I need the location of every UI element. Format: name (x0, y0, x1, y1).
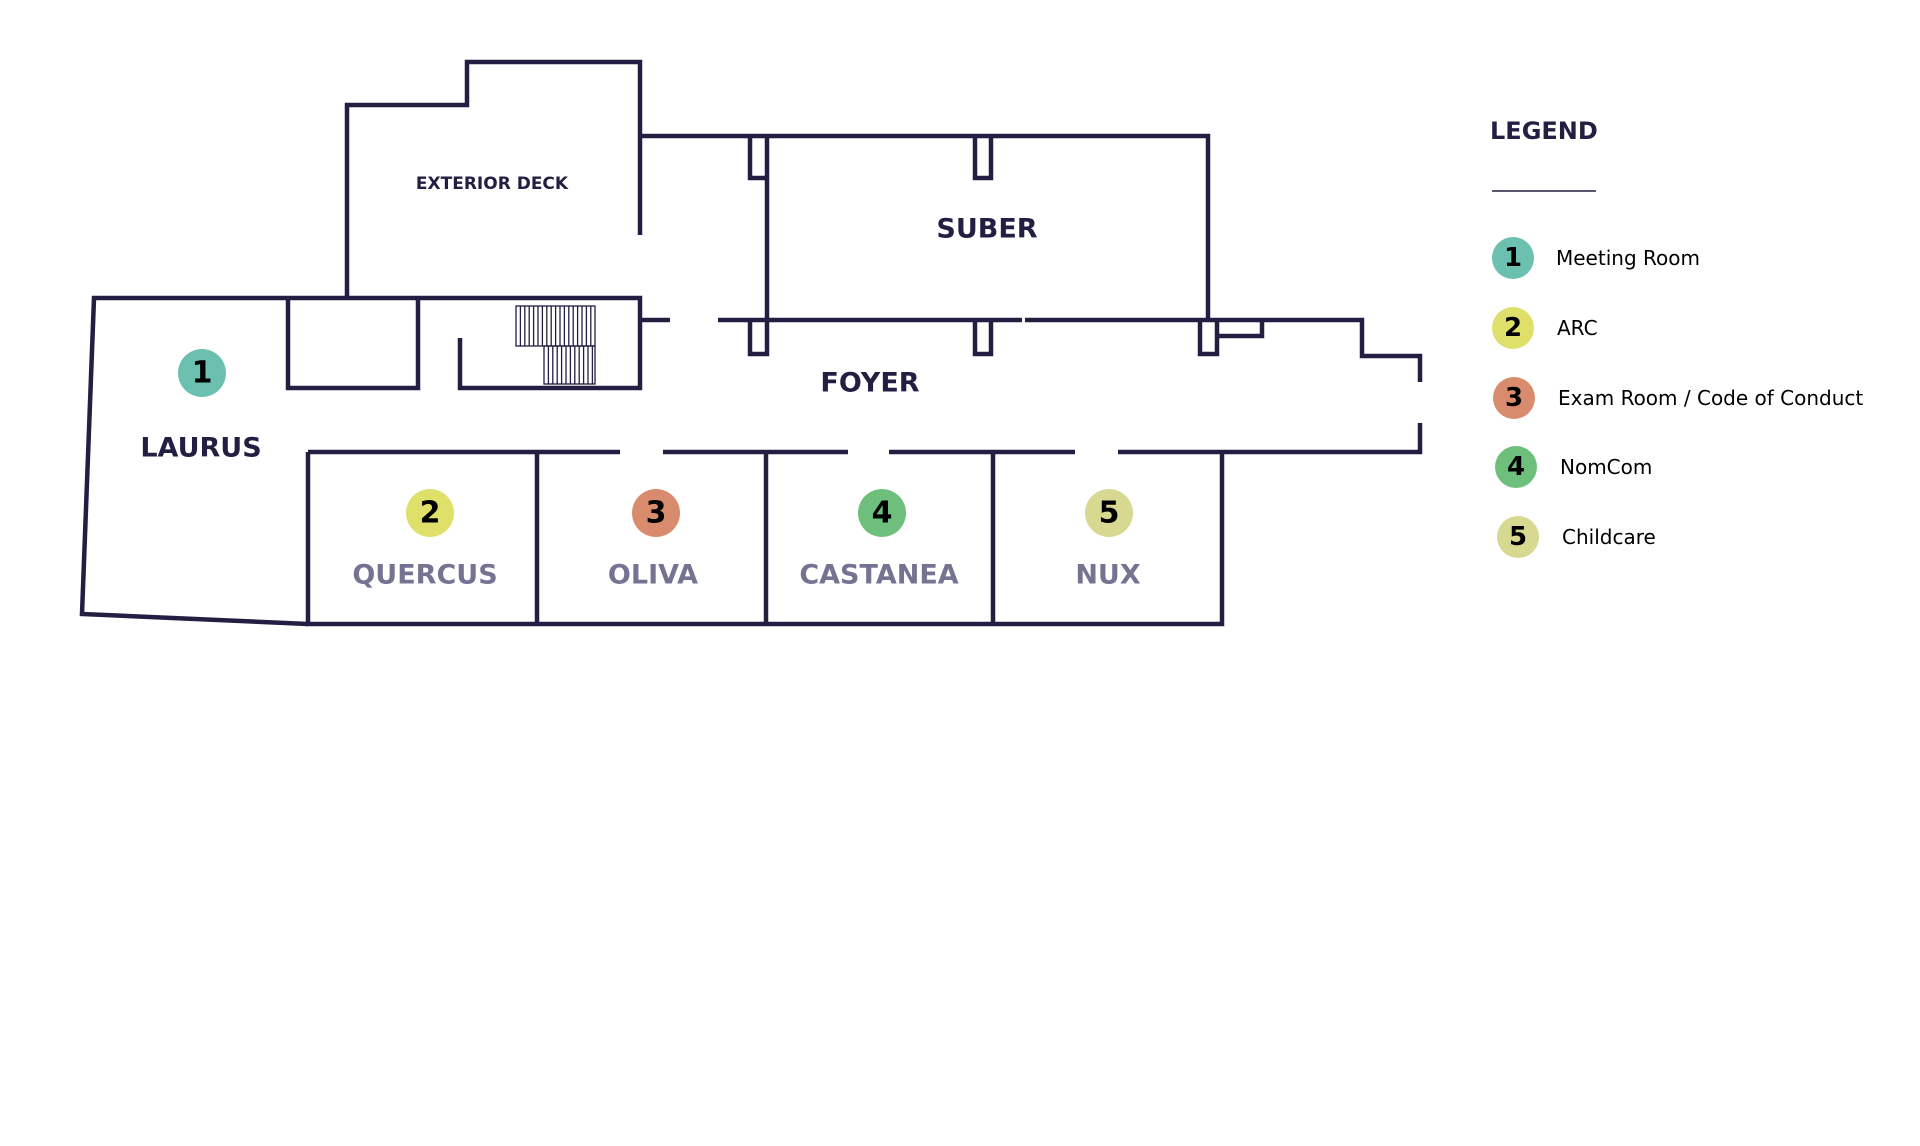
legend-marker-circle (1495, 446, 1537, 488)
legend-marker-number: 2 (1504, 313, 1522, 343)
marker-number: 2 (420, 496, 441, 531)
marker-circle (632, 489, 680, 537)
legend-item: 3 Exam Room / Code of Conduct (1493, 377, 1863, 419)
room-marker-oliva: 3 (632, 489, 680, 537)
legend-item-label: Childcare (1562, 525, 1656, 549)
legend-marker-circle (1493, 377, 1535, 419)
floor-plan-walls (79, 59, 1423, 627)
legend: LEGEND 1 Meeting Room 2 ARC 3 Exam Room … (1490, 117, 1863, 558)
room-label-nux: NUX (1075, 560, 1141, 591)
legend-item: 5 Childcare (1497, 516, 1656, 558)
marker-number: 3 (646, 496, 667, 531)
room-label-castanea: CASTANEA (799, 560, 958, 591)
room-marker-nux: 5 (1085, 489, 1133, 537)
marker-number: 4 (872, 496, 893, 531)
legend-marker-circle (1497, 516, 1539, 558)
staircase (515, 305, 596, 385)
marker-circle (858, 489, 906, 537)
legend-title: LEGEND (1490, 117, 1598, 145)
foyer-pillar-left (747, 320, 770, 357)
suber-top-pillar-left (747, 136, 767, 181)
stair-flight-lower-outline (543, 345, 596, 385)
legend-item: 1 Meeting Room (1492, 237, 1700, 279)
foyer-pillar-right (1197, 320, 1220, 357)
foyer-right-end (1118, 423, 1423, 455)
marker-number: 1 (192, 356, 213, 391)
room-label-exterior-deck: EXTERIOR DECK (416, 174, 569, 194)
room-label-laurus: LAURUS (140, 433, 261, 464)
legend-item-label: ARC (1557, 316, 1598, 340)
legend-marker-number: 3 (1505, 383, 1523, 413)
room-markers: 1 2 3 4 5 (178, 349, 1133, 537)
legend-marker-number: 1 (1504, 243, 1522, 273)
room-label-suber: SUBER (936, 214, 1037, 245)
legend-marker-circle (1492, 307, 1534, 349)
legend-marker-number: 5 (1509, 522, 1527, 552)
laurus-outer-wall (79, 295, 643, 627)
legend-item-label: NomCom (1560, 455, 1652, 479)
room-marker-laurus: 1 (178, 349, 226, 397)
suber-top-wall (640, 133, 1211, 320)
foyer-pillar-mid (972, 320, 994, 357)
room-label-oliva: OLIVA (608, 560, 698, 591)
suber-top-pillar-mid (972, 136, 994, 181)
foyer-top-wall-right (1025, 317, 1423, 382)
exterior-deck-walls (344, 59, 643, 297)
room-label-foyer: FOYER (820, 368, 919, 399)
marker-circle (406, 489, 454, 537)
room-label-quercus: QUERCUS (352, 560, 497, 591)
legend-item: 2 ARC (1492, 307, 1598, 349)
legend-item-label: Exam Room / Code of Conduct (1558, 386, 1863, 410)
room-marker-castanea: 4 (858, 489, 906, 537)
legend-item: 4 NomCom (1495, 446, 1652, 488)
room-labels: EXTERIOR DECK SUBER FOYER LAURUS QUERCUS… (140, 174, 1141, 591)
legend-item-label: Meeting Room (1556, 246, 1700, 270)
marker-number: 5 (1099, 496, 1120, 531)
small-room-walls (285, 298, 421, 391)
legend-marker-number: 4 (1507, 452, 1525, 482)
marker-circle (178, 349, 226, 397)
marker-circle (1085, 489, 1133, 537)
legend-marker-circle (1492, 237, 1534, 279)
foyer-alcove (1217, 320, 1265, 339)
room-marker-quercus: 2 (406, 489, 454, 537)
